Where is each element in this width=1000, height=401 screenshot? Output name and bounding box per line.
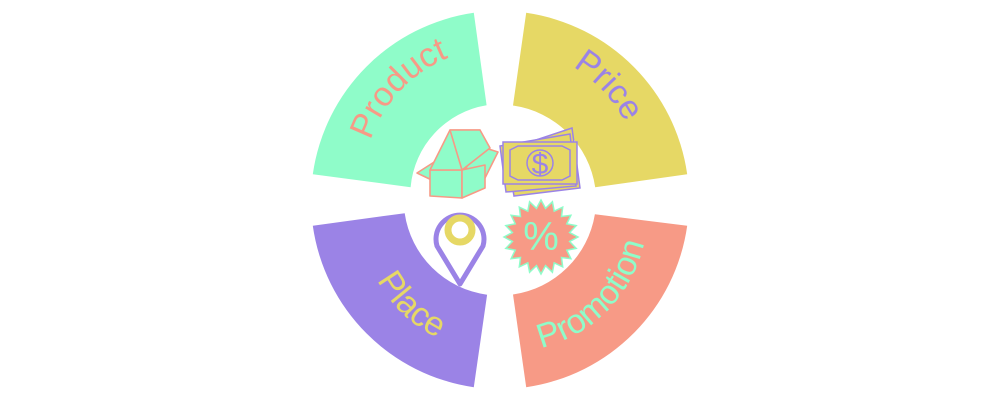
- dollar-sign: $: [532, 148, 549, 181]
- product-segment: [312, 12, 487, 188]
- promotion-segment: [513, 214, 688, 388]
- price-segment: [513, 12, 688, 188]
- open-box-icon: [416, 129, 499, 199]
- money-bill-icon: $: [499, 127, 581, 197]
- location-pin-icon: [433, 212, 487, 287]
- percent-sign: %: [523, 215, 559, 259]
- place-segment: [312, 213, 488, 388]
- discount-badge-icon: %: [502, 198, 580, 276]
